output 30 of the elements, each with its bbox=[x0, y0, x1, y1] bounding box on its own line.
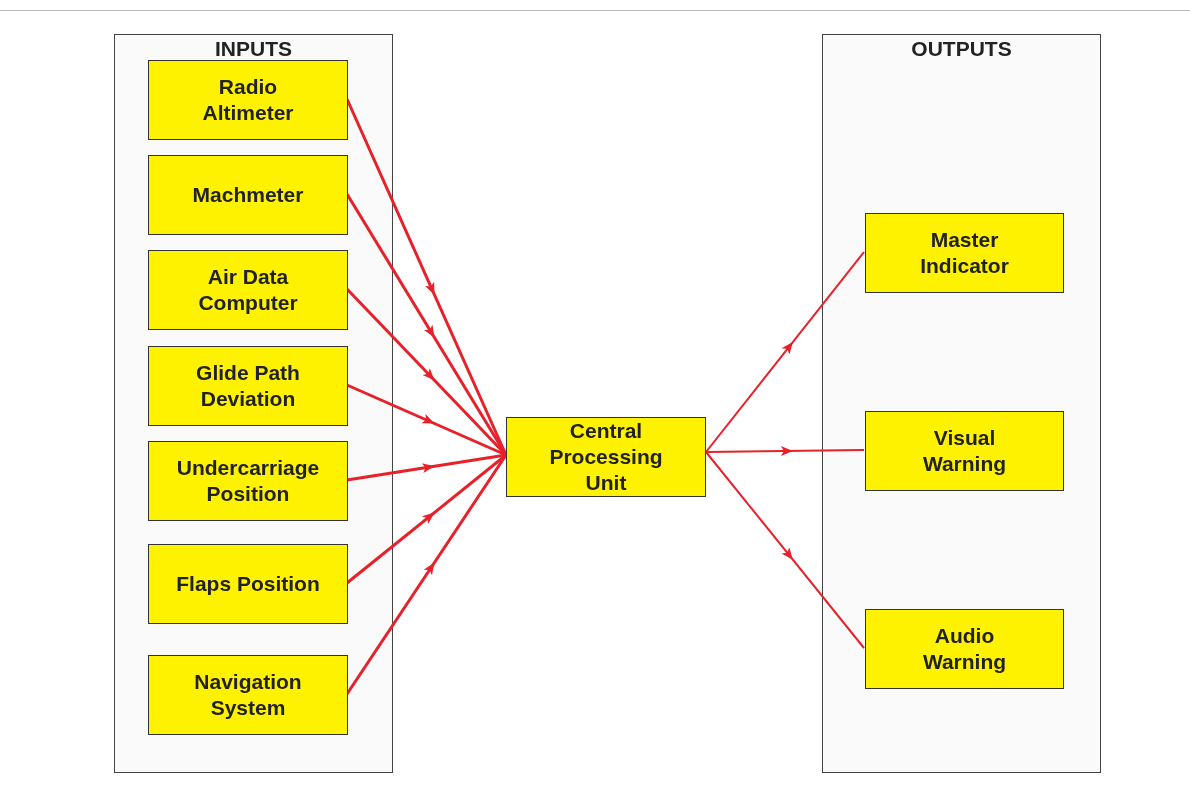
process-box bbox=[148, 250, 348, 330]
box-label: Flaps Position bbox=[176, 571, 320, 597]
process-box bbox=[506, 417, 706, 497]
panel-heading: INPUTS bbox=[214, 37, 293, 61]
box-label: Radio Altimeter bbox=[201, 74, 295, 126]
box-label: Visual Warning bbox=[921, 425, 1008, 477]
box-label: Master Indicator bbox=[919, 227, 1010, 279]
panel-heading: OUTPUTS bbox=[910, 37, 1013, 61]
process-box bbox=[865, 213, 1064, 293]
process-box bbox=[148, 60, 348, 140]
process-box bbox=[148, 655, 348, 735]
arrow bbox=[346, 453, 507, 482]
process-box bbox=[148, 346, 348, 426]
process-box bbox=[865, 609, 1064, 689]
arrow bbox=[705, 451, 865, 649]
box-label: Glide Path Deviation bbox=[195, 360, 301, 412]
group-panel bbox=[822, 34, 1101, 773]
process-box bbox=[865, 411, 1064, 491]
group-panel bbox=[114, 34, 393, 773]
arrow bbox=[705, 446, 865, 457]
process-box bbox=[148, 544, 348, 624]
box-label: Air Data Computer bbox=[197, 264, 299, 316]
box-label: Undercarriage Position bbox=[175, 455, 321, 507]
box-label: Central Processing Unit bbox=[548, 418, 664, 496]
process-box bbox=[148, 155, 348, 235]
box-label: Audio Warning bbox=[921, 623, 1008, 675]
process-box bbox=[148, 441, 348, 521]
box-label: Machmeter bbox=[192, 182, 304, 208]
arrow bbox=[705, 251, 865, 453]
box-label: Navigation System bbox=[193, 669, 303, 721]
